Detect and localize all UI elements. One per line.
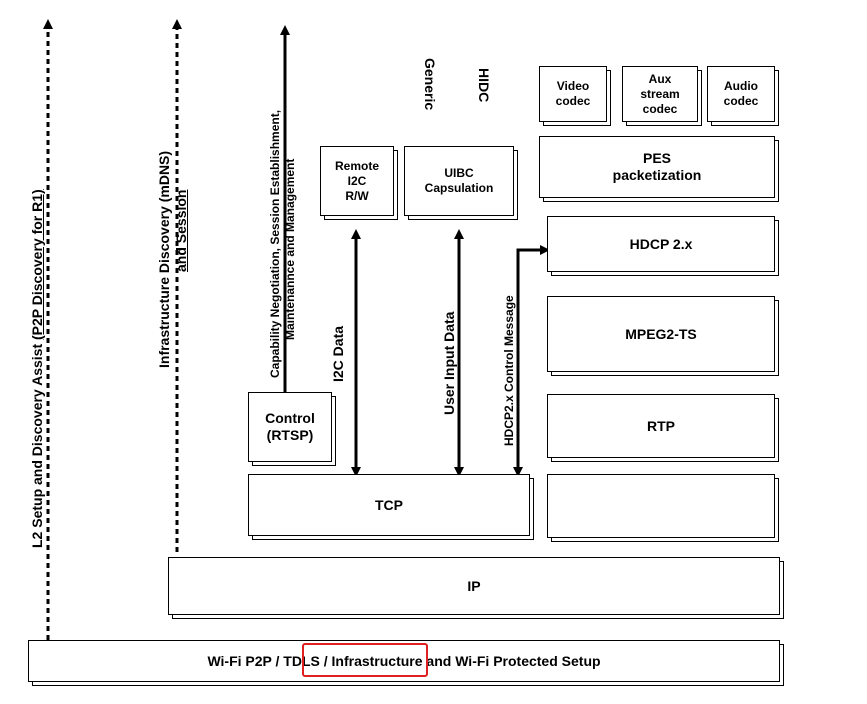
ip-label: IP: [467, 577, 481, 594]
tcp-box: TCP: [248, 474, 530, 536]
l2-label-prefix: L2 Setup and Discovery Assist: [29, 340, 45, 548]
hidc-label: HIDC: [476, 68, 492, 102]
infrastructure-highlight: [302, 643, 428, 677]
wifi-label-suffix: and Wi-Fi Protected Setup: [422, 652, 601, 669]
mpeg2ts-box: MPEG2-TS: [547, 296, 775, 372]
tcp-label: TCP: [375, 496, 403, 513]
infra-label-line2: and Session: [173, 189, 189, 272]
audio-codec-box: Audio codec: [707, 66, 775, 122]
l2-setup-label: L2 Setup and Discovery Assist (P2P Disco…: [29, 189, 45, 548]
i2c-data-label: I2C Data: [330, 326, 346, 382]
l2-label-underlined: (P2P Discovery for R1): [29, 189, 45, 340]
uibc-box: UIBC Capsulation: [404, 146, 514, 216]
user-input-text: User Input Data: [441, 311, 457, 415]
user-input-data-label: User Input Data: [441, 312, 457, 415]
generic-text: Generic: [422, 58, 438, 111]
uibc-label: UIBC Capsulation: [424, 166, 494, 195]
pes-label: PES packetization: [612, 150, 702, 183]
infra-label-line1: Infrastructure Discovery (mDNS): [156, 150, 172, 368]
pes-packetization-box: PES packetization: [539, 136, 775, 198]
mpeg2ts-label: MPEG2-TS: [625, 325, 697, 342]
hdcp-msg-text: HDCP2.x Control Message: [502, 295, 516, 446]
control-rtsp-box: Control (RTSP): [248, 392, 332, 462]
aux-stream-codec-box: Aux stream codec: [622, 66, 698, 122]
udp-box: [547, 474, 775, 538]
wifi-box: Wi-Fi P2P / TDLS / Infrastructure and Wi…: [28, 640, 780, 682]
ip-box: IP: [168, 557, 780, 615]
generic-label: Generic: [422, 58, 438, 110]
wifi-label: Wi-Fi P2P / TDLS / Infrastructure and Wi…: [207, 653, 600, 670]
audio-codec-label: Audio codec: [723, 79, 759, 108]
hidc-text: HIDC: [476, 68, 492, 103]
control-label: Control (RTSP): [265, 410, 315, 443]
wifi-label-prefix: Wi-Fi P2P / TDLS /: [207, 652, 332, 669]
capability-label: Capability Negotiation, Session Establis…: [268, 110, 298, 378]
hdcp-msg-arrow: [516, 245, 550, 472]
infra-discovery-label: Infrastructure Discovery (mDNS) and Sess…: [156, 151, 190, 368]
hdcp-control-message-label: HDCP2.x Control Message: [502, 295, 516, 446]
wifi-label-highlight: Infrastructure: [331, 652, 423, 669]
remote-i2c-label: Remote I2C R/W: [334, 158, 379, 203]
remote-i2c-box: Remote I2C R/W: [320, 146, 394, 216]
hdcp-box: HDCP 2.x: [547, 216, 775, 272]
aux-stream-codec-label: Aux stream codec: [640, 71, 680, 116]
rtp-box: RTP: [547, 394, 775, 458]
video-codec-label: Video codec: [555, 79, 591, 108]
rtp-label: RTP: [647, 417, 675, 434]
i2c-data-text: I2C Data: [330, 325, 346, 382]
hdcp-label: HDCP 2.x: [629, 235, 693, 252]
video-codec-box: Video codec: [539, 66, 607, 122]
cap-label-line2: Maintenannce and Management: [283, 158, 297, 340]
cap-label-line1: Capability Negotiation, Session Establis…: [268, 109, 282, 378]
